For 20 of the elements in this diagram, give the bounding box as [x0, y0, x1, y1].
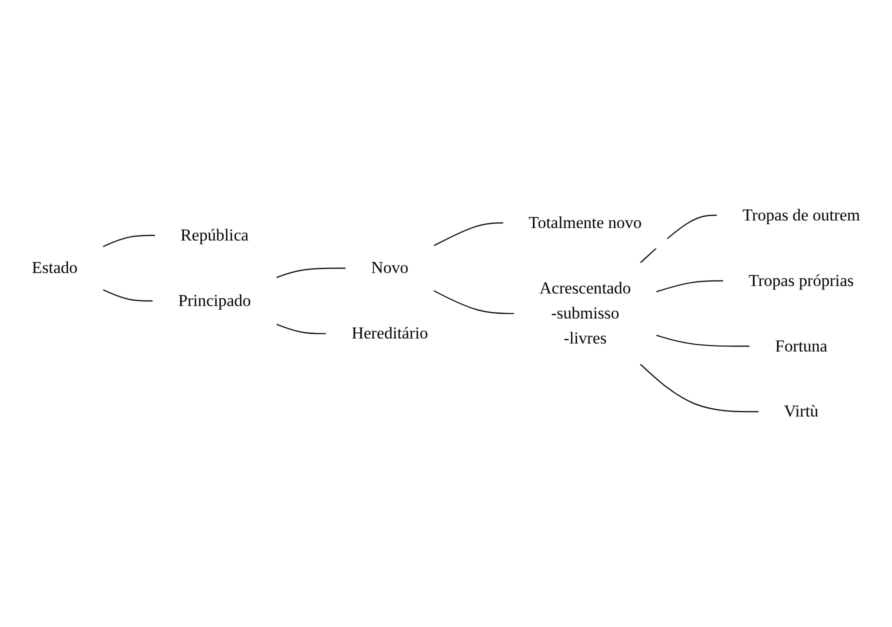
node-text: Acrescentado -submisso -livres [540, 279, 631, 348]
connector [433, 222, 504, 246]
node-text: Tropas próprias [748, 272, 854, 290]
node-text: República [180, 226, 249, 245]
node-text: Fortuna [775, 336, 828, 356]
node-text: Estado [32, 258, 78, 278]
node-text: Tropas de outrem [742, 206, 860, 225]
connector [276, 324, 326, 334]
connector [433, 290, 514, 314]
connector [656, 280, 724, 292]
node-text: Totalmente novo [528, 214, 642, 232]
connector [276, 268, 346, 278]
node-text: Virtù [784, 402, 818, 421]
connector [102, 234, 156, 248]
node-text: Novo [371, 258, 408, 278]
node-text: Principado [178, 292, 251, 310]
connector [656, 334, 750, 347]
node-text: Hereditário [352, 324, 428, 343]
connector [102, 289, 154, 302]
connector [640, 363, 759, 412]
